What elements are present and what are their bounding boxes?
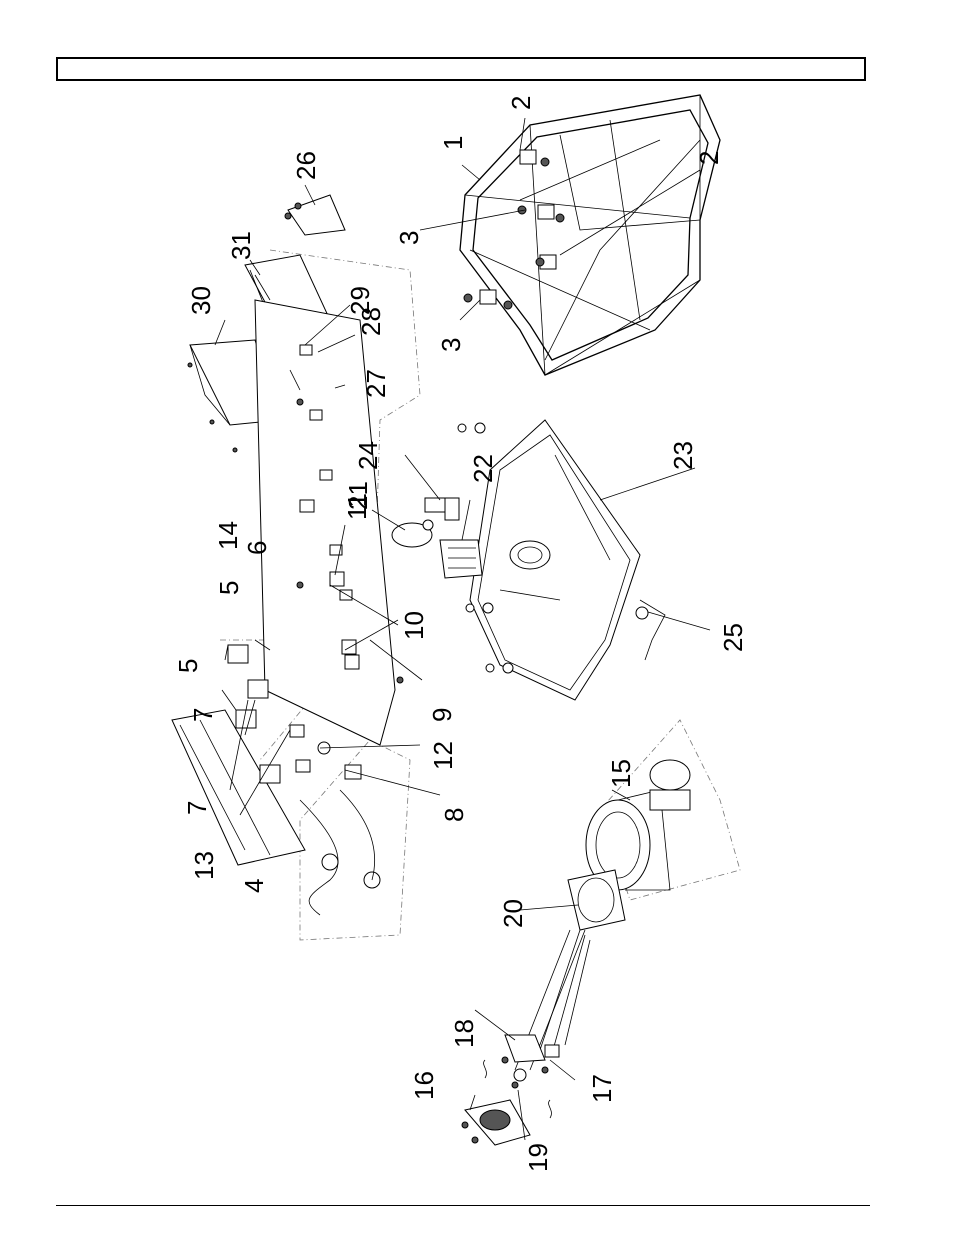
header-box xyxy=(56,57,866,81)
leader-lines xyxy=(214,117,711,1141)
alternator-assembly xyxy=(461,719,741,1146)
callout-11: 11 xyxy=(342,493,372,520)
callout-12: 12 xyxy=(428,741,458,770)
callout-5: 5 xyxy=(214,581,244,595)
footer-rule xyxy=(56,1205,870,1206)
callout-6: 6 xyxy=(242,541,272,555)
callout-2: 2 xyxy=(694,151,724,165)
callout-20: 20 xyxy=(498,899,528,928)
callout-8: 8 xyxy=(439,808,469,822)
callout-26: 26 xyxy=(291,151,321,180)
callout-21: 21 xyxy=(343,481,373,510)
callout-3: 3 xyxy=(394,231,424,245)
callout-1: 1 xyxy=(438,136,468,150)
callout-18: 18 xyxy=(449,1019,479,1048)
callout-10: 10 xyxy=(399,611,429,640)
callout-31: 31 xyxy=(226,231,256,260)
callout-13: 13 xyxy=(189,851,219,880)
callout-25: 25 xyxy=(718,623,748,652)
callout-24: 24 xyxy=(353,441,383,470)
callout-3: 3 xyxy=(436,338,466,352)
callout-30: 30 xyxy=(186,286,216,315)
frame-assembly xyxy=(459,94,721,376)
callout-17: 17 xyxy=(587,1074,617,1103)
callout-23: 23 xyxy=(668,441,698,470)
callout-4: 4 xyxy=(239,879,269,893)
callout-7: 7 xyxy=(182,801,212,815)
callout-2: 2 xyxy=(506,96,536,110)
callout-28: 28 xyxy=(356,307,386,336)
callout-7: 7 xyxy=(188,708,218,722)
control-panel-assembly xyxy=(171,249,421,941)
callout-5: 5 xyxy=(173,659,203,673)
callout-22: 22 xyxy=(468,454,498,483)
callout-14: 14 xyxy=(213,521,243,550)
callout-9: 9 xyxy=(427,708,457,722)
callout-16: 16 xyxy=(409,1071,439,1100)
callout-19: 19 xyxy=(523,1143,553,1172)
callout-27: 27 xyxy=(361,369,391,398)
callout-labels: 1 2 2 3 3 4 5 5 6 7 7 8 9 10 11 12 13 14… xyxy=(173,96,748,1172)
fuel-tank-assembly xyxy=(391,419,666,701)
callout-15: 15 xyxy=(606,759,636,788)
callout-29: 29 xyxy=(345,286,375,315)
